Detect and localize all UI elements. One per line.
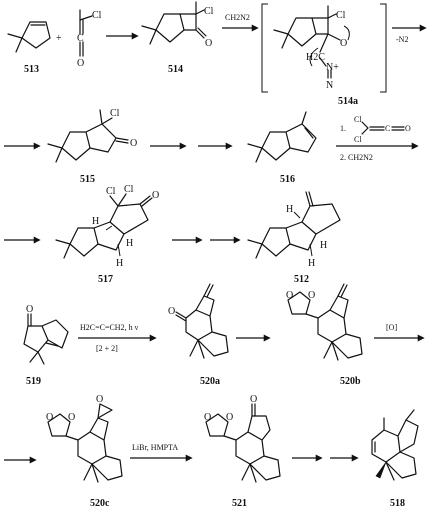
atom-h: H (308, 258, 315, 269)
compound-label-515: 515 (80, 174, 95, 185)
atom-o: O (68, 412, 75, 423)
reagent-oxidation: [O] (386, 323, 397, 332)
arrowhead-5 (179, 142, 187, 150)
reagent-step3-line2: 2. CH2N2 (340, 153, 373, 162)
atom-h: H (92, 216, 99, 227)
atom-o: O (77, 58, 84, 69)
compound-516-structure (247, 111, 317, 163)
compound-517-structure (55, 193, 153, 259)
reagent-minus-n2: -N2 (396, 35, 408, 44)
atom-o: O (26, 304, 33, 315)
arrowhead-7 (411, 142, 419, 150)
atom-h: H (126, 238, 133, 249)
atom-cl: Cl (354, 135, 362, 144)
reagent-allene: H2C=C=CH2, h ν (80, 323, 139, 332)
atom-o: O (286, 290, 293, 301)
atom-cl: Cl (124, 184, 134, 195)
atom-cl: Cl (92, 10, 102, 21)
atom-cl: Cl (110, 108, 120, 119)
compound-label-512: 512 (294, 274, 309, 285)
reagent-2plus2: [2 + 2] (96, 344, 118, 353)
atom-o: O (405, 124, 411, 133)
compound-label-514: 514 (168, 64, 183, 75)
compound-label-514a: 514a (338, 96, 358, 107)
atom-cl: Cl (336, 10, 346, 21)
compound-label-520a: 520a (200, 376, 220, 387)
compound-512-structure (247, 191, 341, 259)
compound-520b-structure (287, 283, 363, 361)
atom-o: O (204, 412, 211, 423)
compound-label-516: 516 (280, 174, 295, 185)
arrowhead-17 (351, 454, 359, 462)
arrowhead-10 (233, 236, 241, 244)
arrowhead-11 (149, 334, 157, 342)
arrowhead-3 (419, 24, 427, 32)
compound-520c-structure (47, 403, 123, 483)
compound-518-structure (371, 409, 419, 481)
compound-label-518: 518 (390, 498, 405, 509)
atom-c: C (385, 124, 390, 133)
atom-h: H (286, 204, 293, 215)
compound-label-520b: 520b (340, 376, 361, 387)
atom-o: O (308, 290, 315, 301)
compound-514a-structure (273, 5, 350, 79)
atom-n-plus: N+ (326, 62, 339, 73)
atom-o: O (152, 190, 159, 201)
arrowhead-16 (315, 454, 323, 462)
atom-o: O (96, 394, 103, 405)
compound-label-513: 513 (24, 64, 39, 75)
atom-o: O (46, 412, 53, 423)
atom-o: O (205, 38, 212, 49)
atom-o: O (130, 138, 137, 149)
reagent-ch2n2: CH2N2 (225, 13, 250, 22)
compound-514-structure (141, 1, 207, 45)
compound-520a-structure (175, 283, 229, 359)
atom-n: N (326, 80, 333, 91)
plus-sign: + (56, 33, 62, 44)
reagent-libr-hmpta: LiBr, HMPTA (132, 443, 178, 452)
chloroketene-structure (79, 9, 93, 57)
arrowhead-2 (251, 24, 259, 32)
bracket (261, 3, 387, 93)
atom-c: C (77, 33, 84, 44)
arrowhead-13 (417, 334, 425, 342)
arrowhead-4 (33, 142, 41, 150)
compound-521-structure (205, 403, 281, 483)
atom-cl: Cl (204, 6, 214, 17)
atom-cl: Cl (106, 186, 116, 197)
arrowhead-12 (263, 334, 271, 342)
atom-o: O (250, 394, 257, 405)
arrowhead-9 (195, 236, 203, 244)
compound-label-521: 521 (232, 498, 247, 509)
atom-o-neg: O (340, 38, 347, 49)
atom-o: O (226, 412, 233, 423)
compound-515-structure (47, 109, 129, 163)
compound-513-structure (7, 21, 51, 53)
arrowhead-14 (29, 456, 37, 464)
atom-h2c: H2C (306, 52, 325, 63)
atom-o: O (168, 306, 175, 317)
atom-h: H (320, 240, 327, 251)
arrowhead-6 (225, 142, 233, 150)
atom-h: H (116, 258, 123, 269)
compound-label-519: 519 (26, 376, 41, 387)
compound-label-520c: 520c (90, 498, 110, 509)
arrowhead-15 (185, 454, 193, 462)
arrowhead-8 (33, 236, 41, 244)
compound-519-structure (23, 313, 69, 365)
compound-label-517: 517 (98, 274, 113, 285)
dichloroketene-structure (361, 121, 405, 135)
arrowhead-1 (131, 32, 139, 40)
reagent-step3-line1: 1. (340, 124, 346, 133)
atom-cl: Cl (354, 115, 362, 124)
